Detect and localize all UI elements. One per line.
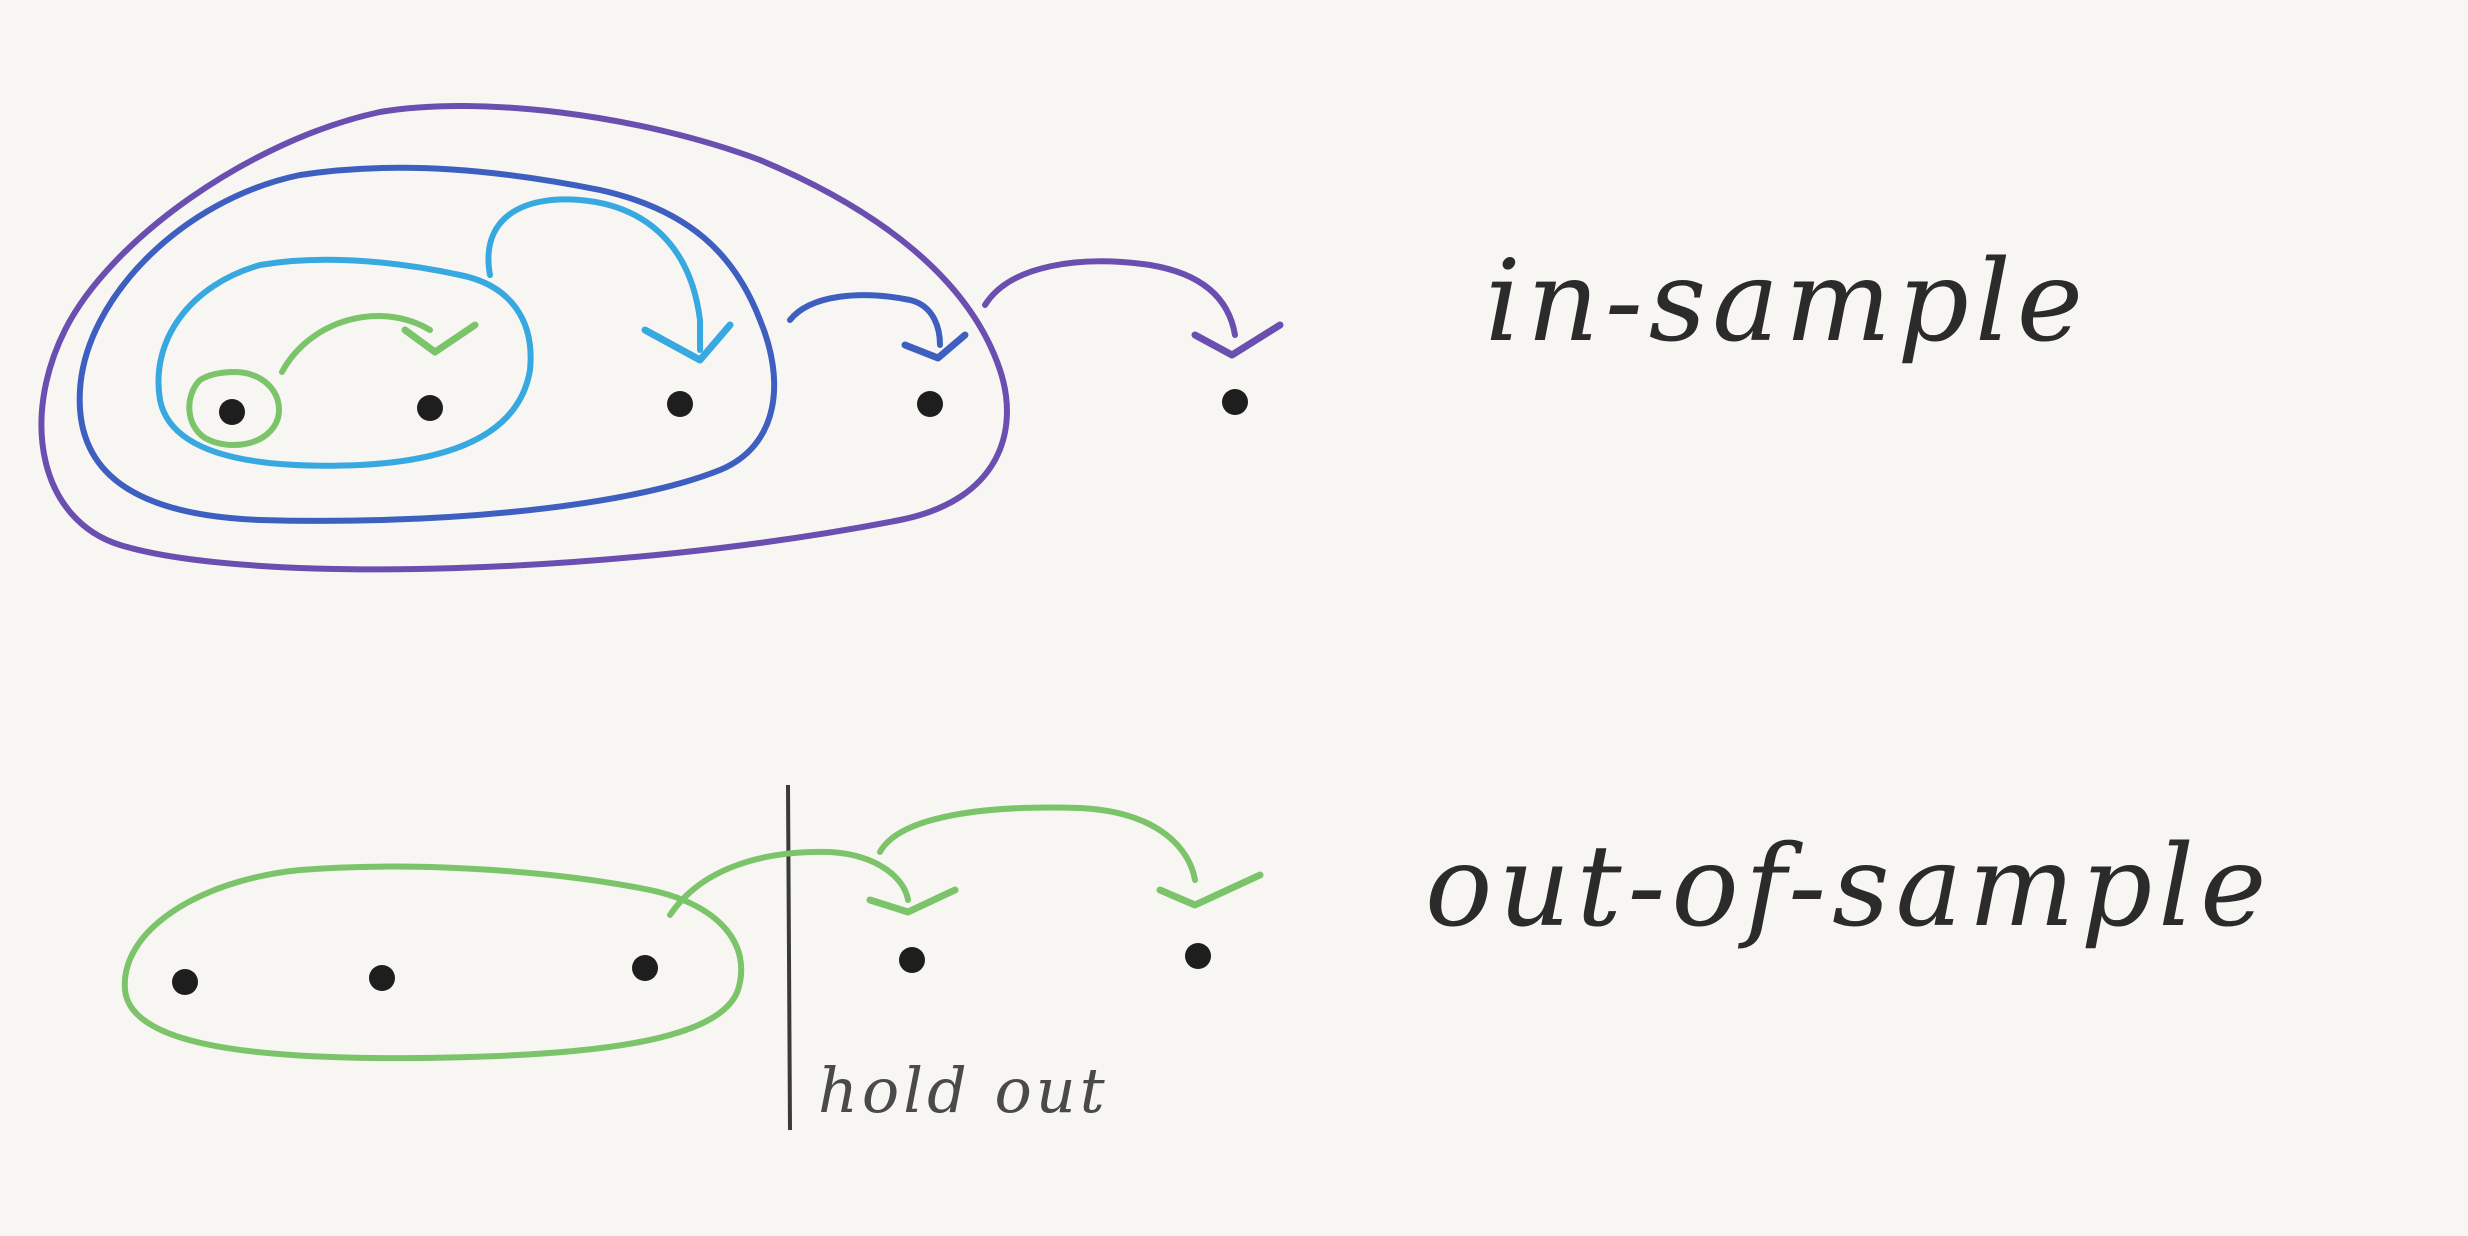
purple-arrow-in-4 xyxy=(982,258,1238,338)
blue-arrow-in-3 xyxy=(787,292,943,348)
green-arrowhead-out-1 xyxy=(866,886,959,916)
in-sample-point-1 xyxy=(219,399,245,425)
blue-arrowhead-in-3 xyxy=(901,331,969,362)
in-sample-point-3 xyxy=(667,391,693,417)
green-arrow-in-1 xyxy=(279,313,433,375)
green-arrow-out-2 xyxy=(877,804,1198,883)
out-of-sample-label: out-of-sample xyxy=(1425,822,2272,952)
light-blue-loop xyxy=(155,256,534,469)
out-sample-point-2 xyxy=(369,965,395,991)
light-blue-arrowhead-in-2 xyxy=(641,321,734,364)
green-arrowhead-in-1 xyxy=(401,321,479,356)
blue-loop xyxy=(76,164,778,524)
hold-out-label: hold out xyxy=(818,1054,1109,1127)
green-small-loop xyxy=(186,369,282,448)
out-sample-point-1 xyxy=(172,969,198,995)
purple-loop xyxy=(38,103,1010,573)
green-train-loop xyxy=(121,863,745,1062)
hold-out-divider xyxy=(786,784,792,1131)
green-arrow-out-1 xyxy=(667,848,911,918)
hold-out-point-2 xyxy=(1185,943,1211,969)
in-sample-point-4 xyxy=(917,391,943,417)
in-sample-label: in-sample xyxy=(1485,237,2089,367)
light-blue-arrow-in-2 xyxy=(485,196,703,353)
out-sample-point-3 xyxy=(632,955,658,981)
green-arrowhead-out-2 xyxy=(1156,871,1264,909)
hold-out-point-1 xyxy=(899,947,925,973)
in-sample-point-2 xyxy=(417,395,443,421)
in-sample-point-5 xyxy=(1222,389,1248,415)
purple-arrowhead-in-4 xyxy=(1191,321,1284,359)
